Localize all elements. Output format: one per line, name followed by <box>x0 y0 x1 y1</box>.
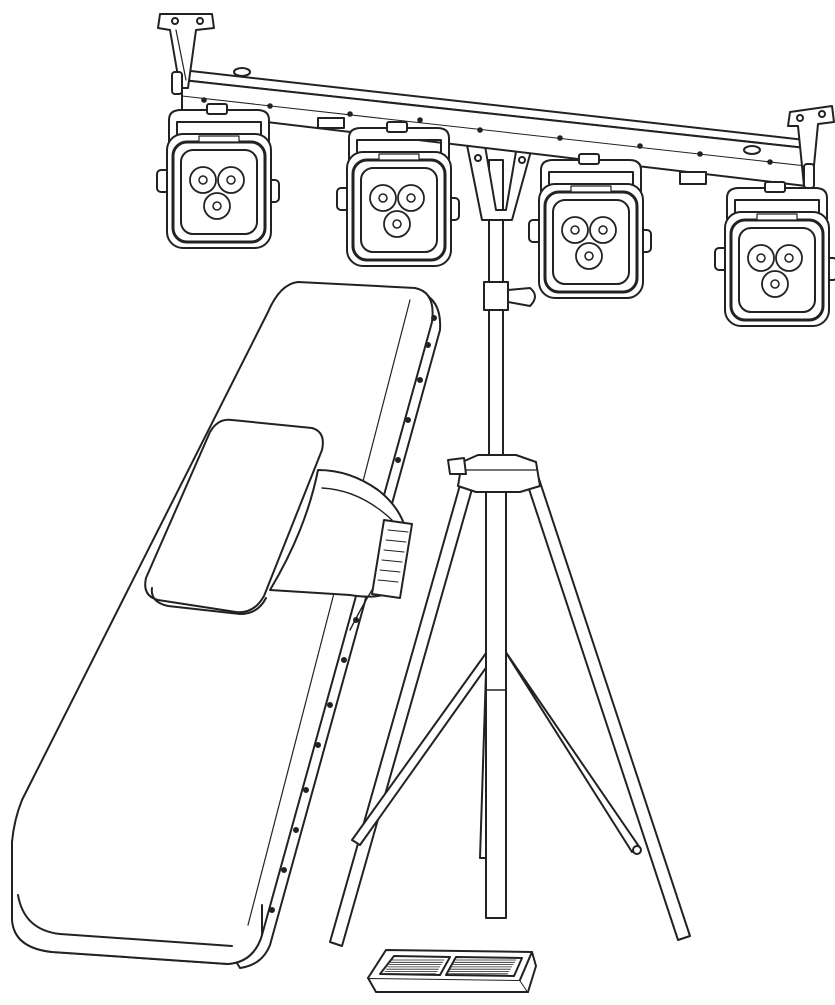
par-fixture <box>156 103 280 249</box>
fixture-lens-face <box>738 227 816 313</box>
carry-bag-bottom <box>11 874 263 965</box>
carry-bag-buckle <box>371 519 413 599</box>
par-fixture <box>714 181 835 327</box>
tripod-leg-right <box>525 475 691 941</box>
fixture-lens-face <box>552 199 630 285</box>
fixture-top-knob <box>206 103 228 115</box>
par-fixture <box>528 153 652 299</box>
carry-bag-front <box>11 281 434 965</box>
par-fixture <box>336 121 460 267</box>
carry-bag-shoulder-pad <box>144 418 324 614</box>
t-bar-holes <box>201 97 773 165</box>
t-bar-bracket-left <box>157 13 215 89</box>
foot-controller <box>367 949 537 993</box>
fixture-lens-face <box>360 167 438 253</box>
carry-bag-zipper <box>247 299 411 926</box>
carry-bag-strap <box>269 469 409 598</box>
tripod-height-clamp <box>483 281 509 311</box>
tripod-leg-hub <box>457 454 541 493</box>
tripod-stand <box>329 139 691 947</box>
fixture-top-knob <box>578 153 600 165</box>
fixture-lens-face <box>180 149 258 235</box>
foot-controller-base <box>367 977 529 993</box>
fixture-top-knob <box>764 181 786 193</box>
foot-controller-pedal-left <box>379 955 451 976</box>
t-bar <box>157 13 835 189</box>
carry-bag <box>11 281 442 969</box>
tripod-pole-lower <box>485 469 507 919</box>
par-fixtures <box>156 103 835 327</box>
fixture-top-knob <box>386 121 408 133</box>
